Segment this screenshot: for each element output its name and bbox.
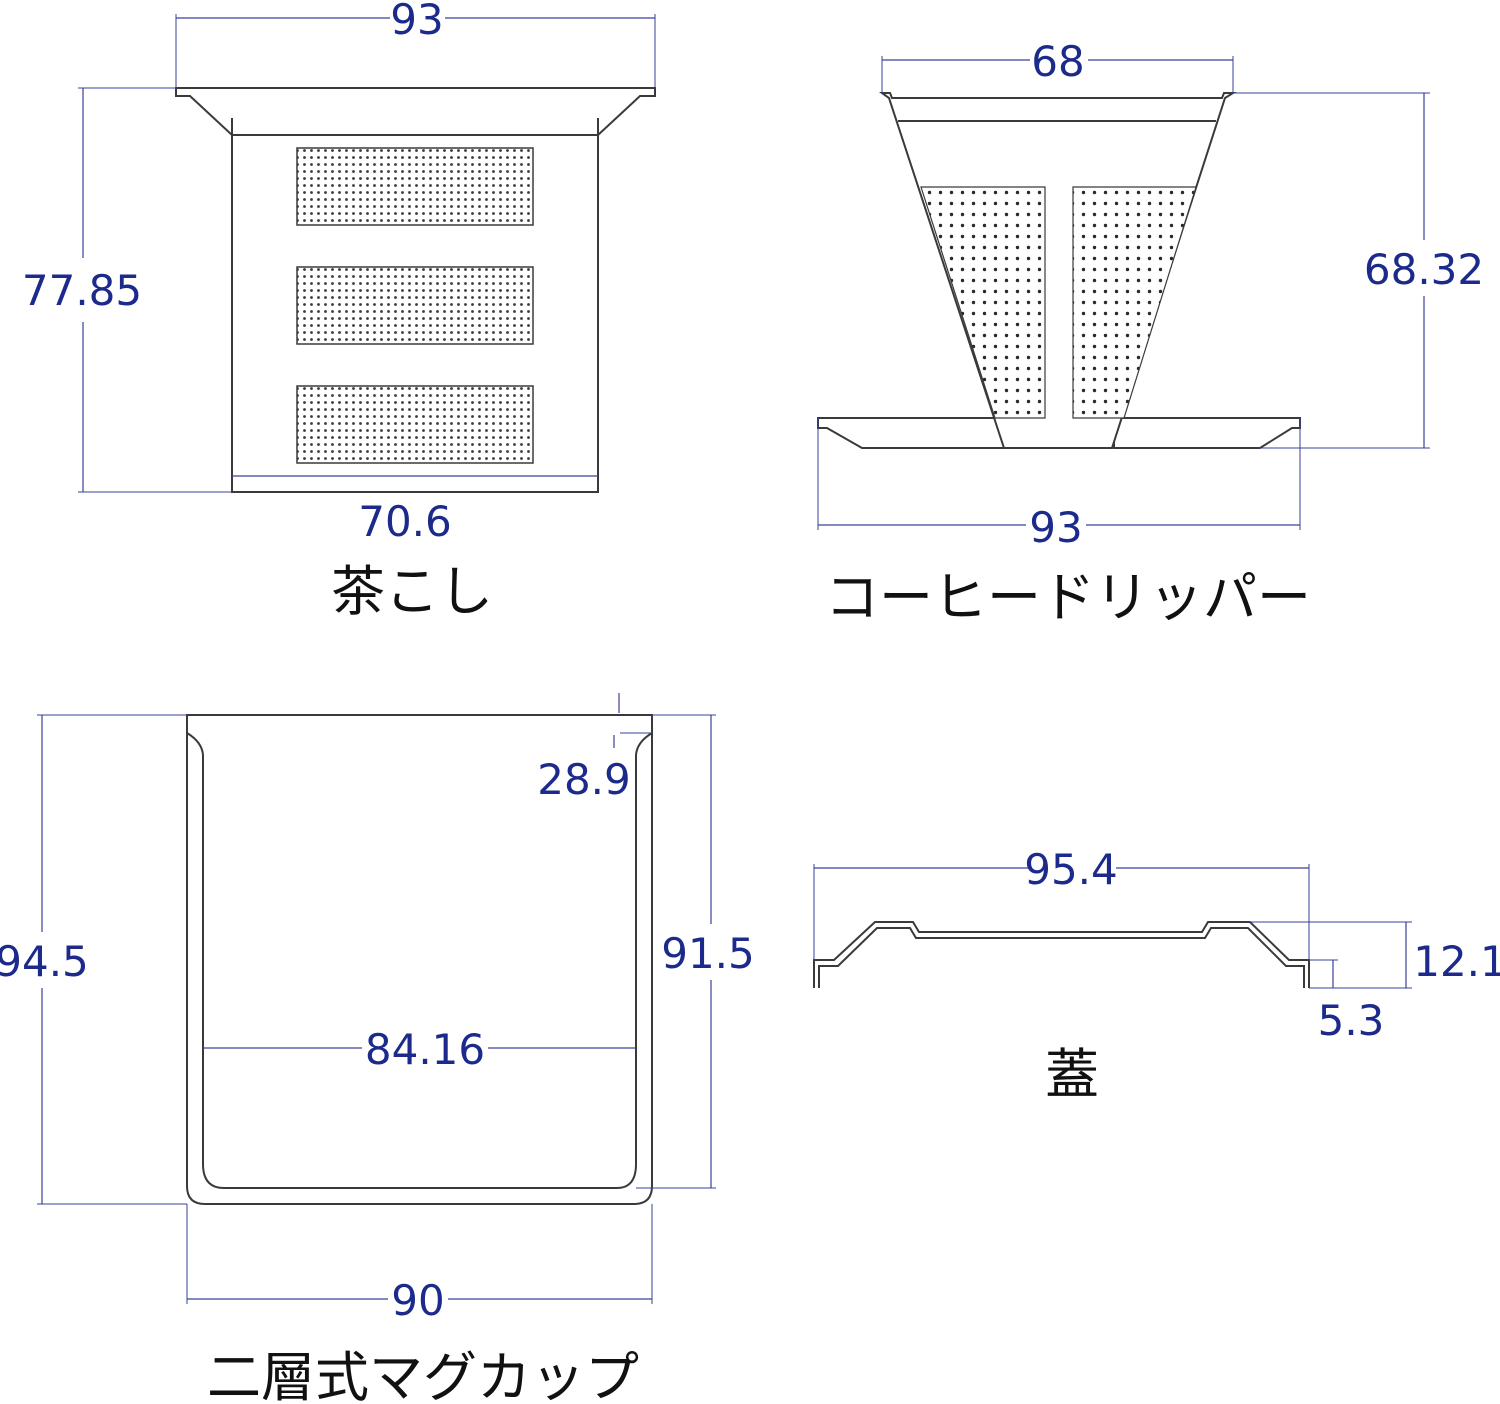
tea-strainer-dimensions [78, 14, 656, 493]
mug-rim-offset-label: 28.9 [537, 755, 631, 804]
dripper-top-width-label: 68 [1031, 37, 1084, 86]
mug-inner-width-label: 84.16 [365, 1025, 485, 1074]
mug-drawing [186, 714, 653, 1205]
strainer-height-label: 77.85 [22, 266, 142, 315]
dripper-base-width-label: 93 [1029, 503, 1082, 552]
dripper-cone [878, 92, 1237, 449]
lid-lip-label: 5.3 [1318, 996, 1385, 1045]
perforated-panel [296, 385, 534, 464]
lid-dimensions [813, 864, 1412, 989]
coffee-dripper-drawing [817, 92, 1301, 449]
lid-profile-inner [818, 927, 1305, 988]
tea-strainer-caption: 茶こし [331, 560, 493, 623]
tea-strainer-drawing [175, 87, 656, 493]
strainer-top-width-label: 93 [390, 0, 443, 44]
perforated-panel [296, 266, 534, 345]
lid-drawing [813, 921, 1310, 988]
mug-caption: 二層式マグカップ [207, 1346, 639, 1404]
dripper-height-label: 68.32 [1364, 245, 1484, 294]
strainer-flange [175, 87, 656, 136]
mug-inner-wall [186, 714, 653, 1189]
lid-width-label: 95.4 [1024, 845, 1118, 894]
lid-caption: 蓋 [1045, 1043, 1099, 1106]
perforated-panel [920, 186, 1046, 419]
lid-height-label: 12.1 [1413, 937, 1500, 986]
lid-profile [813, 921, 1310, 988]
mug-outer-width-label: 90 [391, 1276, 444, 1325]
mug-dimensions [37, 693, 716, 1304]
mug-inner-height-label: 91.5 [661, 929, 755, 978]
perforated-panel [1072, 186, 1197, 419]
perforated-panel [296, 147, 534, 226]
mug-outer-height-label: 94.5 [0, 937, 89, 986]
strainer-bottom-width-label: 70.6 [358, 497, 452, 546]
coffee-dripper-caption: コーヒードリッパー [825, 566, 1311, 629]
coffee-dripper-dimensions [817, 56, 1430, 530]
